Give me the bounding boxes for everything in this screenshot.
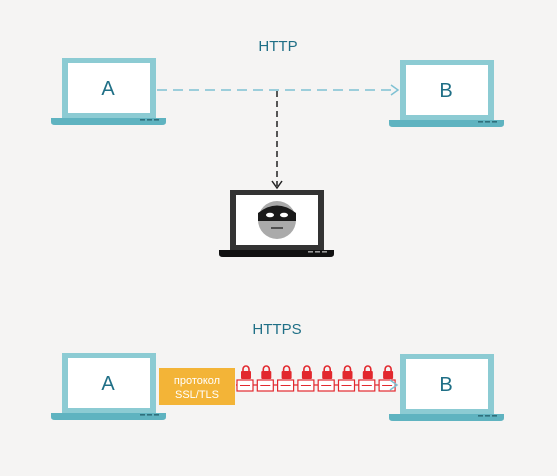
- encrypted-packet-chain: [236, 365, 396, 392]
- laptop-b-https: B: [389, 354, 504, 421]
- protocol-label-line1: протокол: [174, 375, 220, 387]
- https-title: HTTPS: [252, 321, 301, 338]
- lock-icon: [337, 365, 356, 392]
- lock-icon: [236, 365, 254, 392]
- laptop-a-http: A: [51, 58, 166, 125]
- lock-icon: [358, 365, 376, 392]
- protocol-label-line2: SSL/TLS: [175, 389, 219, 401]
- laptop-a-label: A: [101, 373, 115, 395]
- interception-arrow: [271, 91, 283, 190]
- ssl-tls-protocol-badge: протокол SSL/TLS: [159, 368, 235, 405]
- laptop-b-http: B: [389, 60, 504, 127]
- http-transfer-arrow: [157, 84, 400, 96]
- laptop-b-label: B: [439, 80, 452, 102]
- lock-icon: [317, 365, 335, 392]
- laptop-a-label: A: [101, 78, 115, 100]
- lock-icon: [256, 365, 274, 392]
- http-title: HTTP: [258, 38, 297, 55]
- https-arrow-head: [389, 379, 399, 391]
- lock-icon: [277, 365, 295, 392]
- attacker-laptop: [219, 190, 334, 257]
- lock-icon: [297, 365, 315, 392]
- laptop-a-https: A: [51, 353, 166, 420]
- laptop-b-label: B: [439, 374, 452, 396]
- hacker-mask-icon: [258, 201, 296, 239]
